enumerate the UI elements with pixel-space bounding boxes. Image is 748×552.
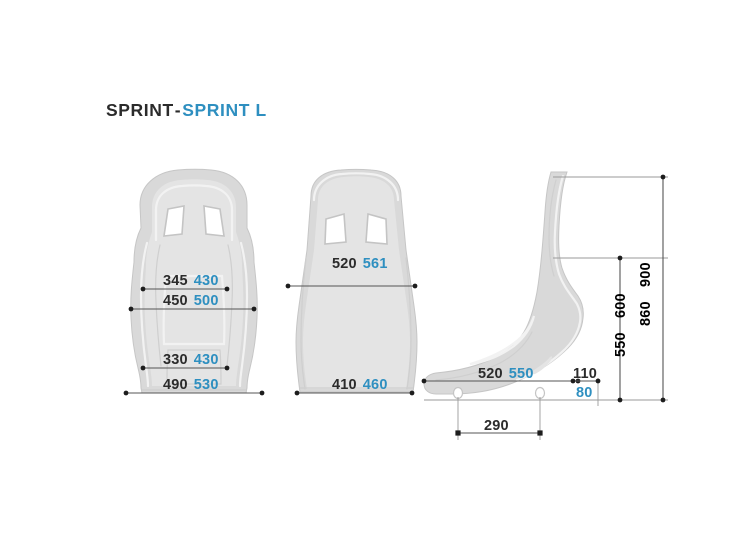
dimension-side-backrest-height-standard: 550 [613, 332, 629, 357]
dim-value-standard: 520 [332, 256, 357, 272]
dim-value-large: 561 [362, 256, 388, 272]
dimension-side-total-height-standard: 860 [638, 301, 654, 326]
dim-value-large: 530 [193, 377, 219, 393]
dimension-front-seat-inner-width: 330 430 [163, 353, 219, 368]
dimension-front-backrest-width: 450 500 [163, 294, 219, 309]
dimension-side-front-lip-standard: 110 [573, 366, 597, 382]
dim-value-standard: 330 [163, 352, 188, 368]
page-title: SPRINT-SPRINT L [106, 100, 267, 121]
dimension-side-seat-depth: 520 550 [478, 367, 534, 382]
dimension-front-seat-outer-width: 490 530 [163, 378, 219, 393]
dimension-rear-backrest-width: 520 561 [332, 257, 388, 272]
title-variant: SPRINT L [182, 100, 267, 120]
title-separator: - [174, 100, 182, 120]
dim-value-standard: 410 [332, 377, 357, 393]
dimension-side-mount-spacing: 290 [484, 418, 509, 434]
dim-value-standard: 520 [478, 366, 503, 382]
dim-value-standard: 490 [163, 377, 188, 393]
dim-value-large: 460 [362, 377, 388, 393]
dimension-front-shoulder-width: 345 430 [163, 274, 219, 289]
dimension-side-front-lip-large: 80 [576, 385, 593, 401]
dim-value-large: 430 [193, 273, 219, 289]
dim-value-large: 500 [193, 293, 219, 309]
dim-value-large: 430 [193, 352, 219, 368]
dim-value-large: 550 [508, 366, 534, 382]
dim-value-standard: 450 [163, 293, 188, 309]
dimension-side-total-height-large: 900 [638, 262, 654, 287]
dimension-rear-base-width: 410 460 [332, 378, 388, 393]
front-view-drawing [123, 168, 265, 396]
side-view-drawing [421, 171, 668, 440]
title-model: SPRINT [106, 100, 174, 120]
dimension-side-backrest-height-large: 600 [613, 293, 629, 318]
dim-value-standard: 345 [163, 273, 188, 289]
rear-view-drawing [285, 168, 418, 396]
